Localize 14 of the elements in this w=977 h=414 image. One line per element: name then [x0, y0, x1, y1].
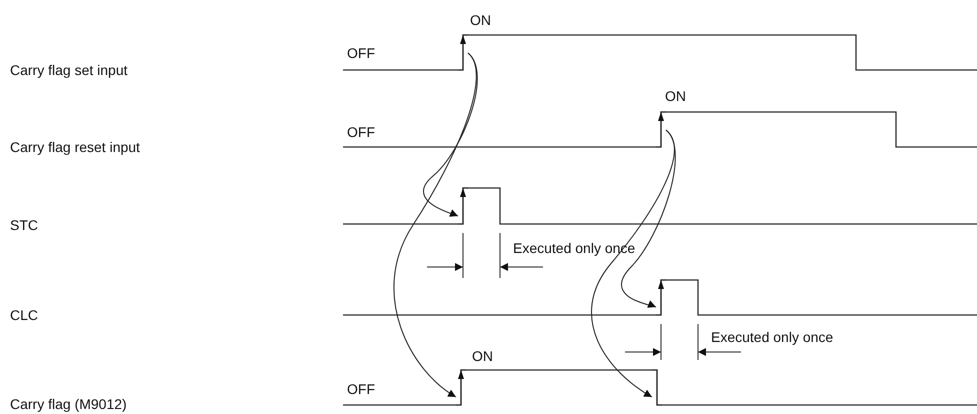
signal-name: Carry flag (M9012) [10, 396, 127, 412]
state-label: ON [470, 12, 491, 28]
state-label: ON [472, 348, 493, 364]
signal-name: STC [10, 217, 38, 233]
duration-note: Executed only once [711, 329, 834, 345]
signal-name: CLC [10, 307, 38, 323]
signal-name: Carry flag reset input [10, 139, 140, 155]
causal-arrow [591, 130, 675, 398]
state-label: OFF [347, 124, 375, 140]
state-label: OFF [347, 381, 375, 397]
causal-arrow [394, 52, 477, 398]
state-label: OFF [347, 45, 375, 61]
state-label: ON [665, 88, 686, 104]
signal-name: Carry flag set input [10, 62, 128, 78]
